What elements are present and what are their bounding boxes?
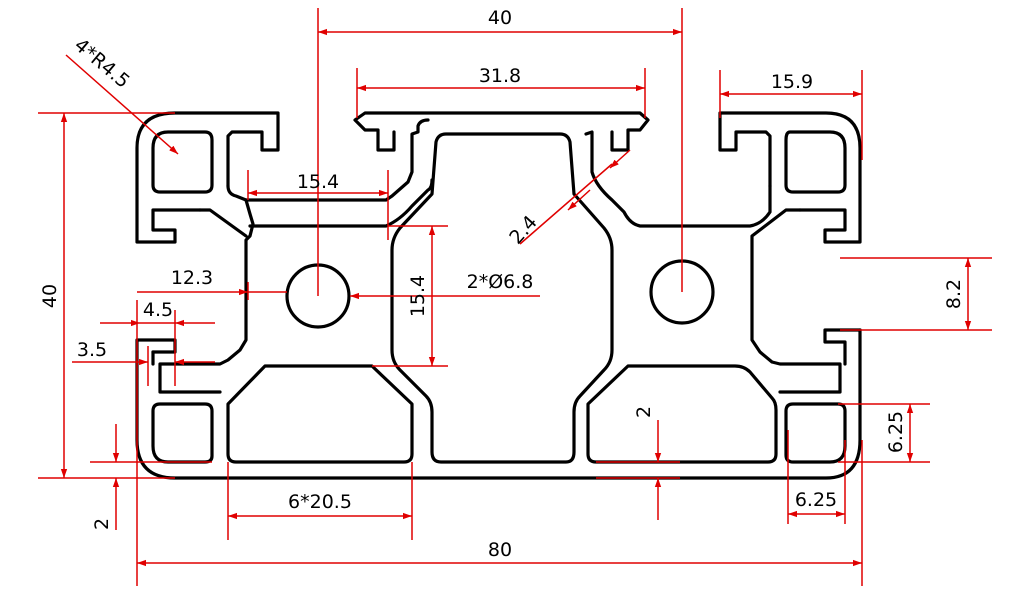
corner-cavity-bottom-right [784, 402, 847, 464]
label-bottom-wall-left: 2 [91, 518, 113, 530]
label-center-slot: 31.8 [479, 65, 521, 87]
label-left-offset: 12.3 [171, 267, 213, 289]
label-inner-height: 15.4 [407, 275, 429, 317]
label-side-slot-opening: 8.2 [943, 279, 965, 309]
left-lower-chamber [226, 364, 414, 464]
right-side-slot-lower [823, 328, 862, 366]
label-corner-radius: 4*R4.5 [70, 34, 134, 93]
center-chamber [390, 132, 614, 464]
label-hole-diameter: 2*Ø6.8 [467, 271, 534, 293]
right-upper-chamber [584, 130, 842, 394]
label-slot-opening: 4.5 [143, 299, 173, 321]
corner-cavity-bottom-left [151, 402, 214, 464]
label-bottom-wall-inner: 2 [633, 406, 655, 418]
label-corner-square-width: 6.25 [795, 489, 837, 511]
label-bottom-pitch: 6*20.5 [288, 491, 352, 513]
label-side-slot: 15.9 [771, 71, 813, 93]
left-core-outline [158, 184, 255, 394]
label-web-thickness: 2.4 [505, 211, 542, 248]
label-overall-width: 80 [488, 539, 512, 561]
label-inner-width: 15.4 [297, 171, 339, 193]
corner-cavity-top-left [151, 130, 214, 194]
label-hole-pitch: 40 [488, 7, 512, 29]
label-corner-square-height: 6.25 [885, 411, 907, 453]
corner-cavity-top-right [784, 130, 847, 194]
right-lower-chamber [586, 364, 778, 464]
label-overall-height: 40 [39, 284, 61, 308]
label-slot-lip: 3.5 [77, 339, 107, 361]
dimension-labels: 40 31.8 15.9 4*R4.5 40 15.4 15.4 2*Ø6.8 … [39, 7, 965, 561]
dimension-lines [38, 8, 992, 586]
